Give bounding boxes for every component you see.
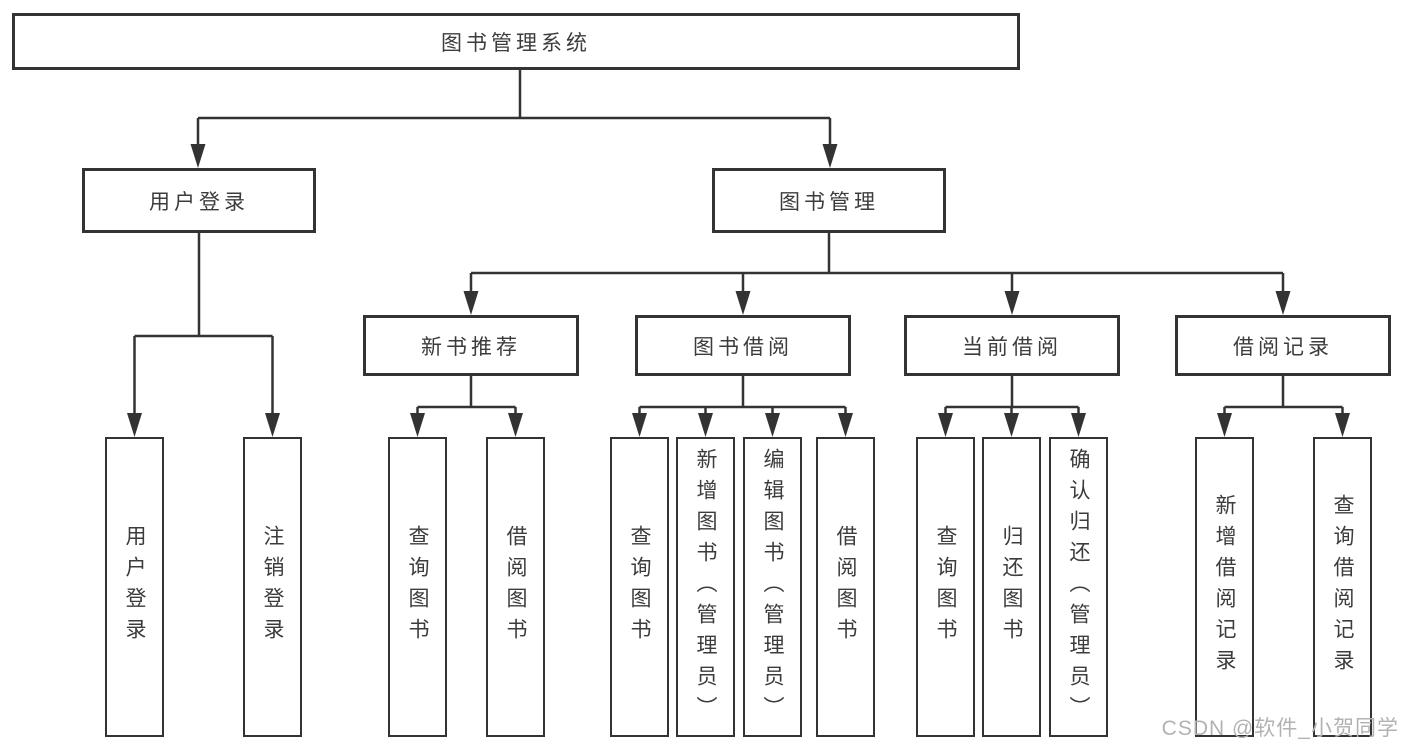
leaf-add-books-admin: 新增图书（管理员）: [676, 437, 735, 737]
node-borrowing-records: 借阅记录: [1175, 315, 1391, 376]
leaf-label: 查询图书: [934, 525, 957, 649]
leaf-borrow-books-1: 借阅图书: [486, 437, 545, 737]
node-user-login: 用户登录: [82, 168, 316, 233]
leaf-label: 注销登录: [261, 525, 284, 649]
leaf-query-books-2: 查询图书: [610, 437, 669, 737]
leaf-label: 借阅图书: [504, 525, 527, 649]
leaf-borrow-books-2: 借阅图书: [816, 437, 875, 737]
leaf-label: 归还图书: [1000, 525, 1023, 649]
leaf-label: 确认归还（管理员）: [1067, 447, 1090, 727]
node-label: 图书管理: [779, 190, 879, 214]
leaf-label: 借阅图书: [834, 525, 857, 649]
edge-bookmgmt-to-level2: [463, 233, 1291, 315]
leaf-edit-books-admin: 编辑图书（管理员）: [743, 437, 802, 737]
node-label: 借阅记录: [1233, 335, 1333, 359]
node-label: 图书借阅: [693, 335, 793, 359]
edge-borrowing-to-leaves: [632, 376, 853, 437]
leaf-confirm-return-admin: 确认归还（管理员）: [1049, 437, 1108, 737]
leaf-label: 用户登录: [123, 525, 146, 649]
edge-newbooks-to-leaves: [410, 376, 523, 437]
leaf-add-borrow-record: 新增借阅记录: [1195, 437, 1254, 737]
edge-root-to-level1: [190, 70, 838, 168]
leaf-label: 编辑图书（管理员）: [761, 447, 784, 727]
leaf-label: 查询图书: [628, 525, 651, 649]
leaf-query-borrow-record: 查询借阅记录: [1313, 437, 1372, 737]
node-label: 新书推荐: [421, 335, 521, 359]
leaf-logout: 注销登录: [243, 437, 302, 737]
leaf-label: 查询图书: [406, 525, 429, 649]
watermark: CSDN @软件_小贺同学: [1161, 717, 1399, 740]
node-book-management: 图书管理: [712, 168, 946, 233]
edge-login-to-leaves: [127, 233, 280, 437]
node-label: 当前借阅: [962, 335, 1062, 359]
leaf-label: 新增图书（管理员）: [694, 447, 717, 727]
leaf-label: 查询借阅记录: [1331, 494, 1354, 680]
edge-current-to-leaves: [938, 376, 1086, 437]
edge-records-to-leaves: [1217, 376, 1350, 437]
node-book-borrowing: 图书借阅: [635, 315, 851, 376]
node-new-book-recommend: 新书推荐: [363, 315, 579, 376]
node-current-borrowing: 当前借阅: [904, 315, 1120, 376]
node-book-management-system: 图书管理系统: [12, 13, 1020, 70]
leaf-user-login: 用户登录: [105, 437, 164, 737]
leaf-query-books-1: 查询图书: [388, 437, 447, 737]
leaf-label: 新增借阅记录: [1213, 494, 1236, 680]
leaf-return-books: 归还图书: [982, 437, 1041, 737]
leaf-query-books-3: 查询图书: [916, 437, 975, 737]
node-label: 图书管理系统: [441, 31, 591, 55]
node-label: 用户登录: [149, 190, 249, 214]
